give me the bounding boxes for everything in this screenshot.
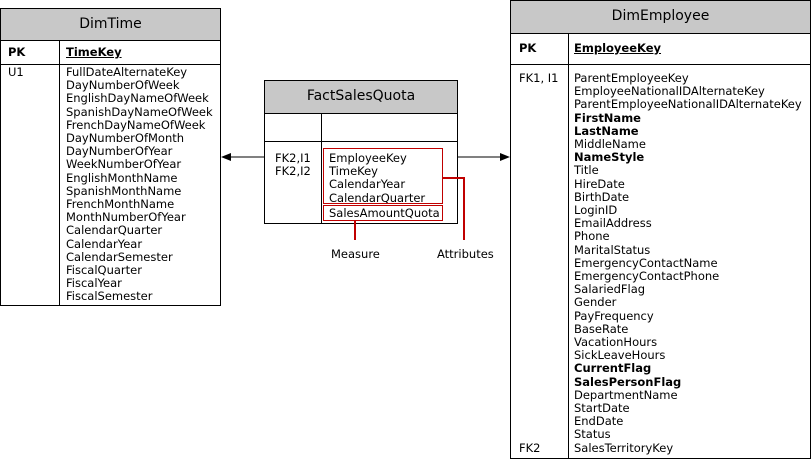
dimemployee-column-name: StartDate (574, 401, 630, 416)
dimemployee-column-name: SickLeaveHours (574, 348, 666, 363)
dimemployee-column-name: FirstName (574, 110, 641, 125)
dimemployee-column-name: SalariedFlag (574, 282, 646, 297)
dimemployee-column-name: MaritalStatus (574, 242, 651, 257)
measure-callout-line (354, 221, 356, 240)
dimtime-column-name: FullDateAlternateKey (66, 65, 188, 79)
factsalesquota-attribute: TimeKey (329, 164, 378, 179)
factsalesquota-table: FactSalesQuota (264, 80, 458, 224)
dimemployee-column-name: LastName (574, 123, 639, 138)
dimtime-pk-name: TimeKey (66, 45, 122, 59)
dimemployee-column-name: EmployeeNationalIDAlternateKey (574, 84, 765, 99)
dimemployee-column-name: BirthDate (574, 189, 630, 204)
dimemployee-title: DimEmployee (511, 1, 810, 34)
dimemployee-column-divider (568, 33, 569, 459)
dimtime-column-name: FrenchMonthName (66, 197, 175, 212)
factsalesquota-attribute: CalendarYear (329, 177, 406, 192)
measure-highlight-box (323, 205, 443, 221)
dimtime-title: DimTime (1, 9, 220, 41)
attributes-callout-line-h (443, 177, 464, 179)
dimtime-column-name: CalendarYear (66, 236, 143, 251)
dimemployee-column-name: EndDate (574, 414, 624, 429)
dimemployee-column-name: Phone (574, 229, 610, 244)
dimemployee-column-name: EmergencyContactName (574, 255, 718, 270)
dimtime-column-name: EnglishMonthName (66, 170, 178, 185)
dimemployee-column-name: SalesTerritoryKey (574, 440, 674, 455)
dimemployee-column-name: NameStyle (574, 150, 645, 165)
attributes-highlight-box (323, 148, 443, 204)
factsalesquota-attribute: CalendarQuarter (329, 190, 426, 205)
dimemployee-column-name: SalesPersonFlag (574, 374, 682, 389)
dimemployee-column-name: BaseRate (574, 321, 629, 336)
dimtime-column-name: FiscalSemester (66, 289, 153, 304)
dimtime-column-name: SpanishDayNameOfWeek (66, 104, 213, 119)
dimtime-column-name: FiscalYear (66, 276, 122, 291)
dimemployee-column-name: VacationHours (574, 335, 658, 350)
dimemployee-column-name: LoginID (574, 203, 618, 218)
dimtime-table: DimTime (0, 8, 221, 306)
dimtime-column-divider (59, 40, 60, 306)
factsalesquota-key-label: FK2,I1 (275, 151, 311, 165)
attributes-callout-line-v (463, 177, 465, 240)
dimemployee-column-name: Title (574, 163, 599, 178)
dimtime-pk-divider (0, 64, 221, 65)
arrow-to-dimtime (221, 153, 264, 161)
factsalesquota-column-divider (321, 113, 322, 224)
dimemployee-pk-name: EmployeeKey (574, 41, 662, 55)
attributes-label: Attributes (437, 247, 494, 261)
dimemployee-pk-divider (510, 64, 811, 65)
dimtime-column-name: CalendarQuarter (66, 223, 163, 238)
dimtime-column-name: CalendarSemester (66, 249, 173, 264)
measure-label: Measure (331, 247, 380, 261)
dimtime-column-name: EnglishDayNameOfWeek (66, 91, 209, 106)
dimemployee-column-name: MiddleName (574, 137, 646, 152)
dimemployee-key-label-fk1: FK1, I1 (519, 71, 559, 85)
dimtime-column-name: MonthNumberOfYear (66, 210, 186, 225)
dimemployee-pk-label: PK (519, 41, 537, 55)
dimtime-pk-label: PK (8, 45, 26, 59)
dimemployee-column-name: Status (574, 427, 611, 442)
factsalesquota-pk-divider (264, 141, 458, 142)
dimtime-key-label: U1 (8, 65, 24, 79)
dimtime-column-name: FrenchDayNameOfWeek (66, 117, 206, 132)
dimtime-column-name: DayNumberOfYear (66, 144, 173, 159)
dimemployee-column-name: EmergencyContactPhone (574, 269, 720, 284)
dimemployee-column-name: Gender (574, 295, 617, 310)
dimtime-column-name: DayNumberOfWeek (66, 78, 180, 93)
factsalesquota-title: FactSalesQuota (265, 81, 457, 114)
arrow-to-dimemployee (458, 153, 510, 161)
dimemployee-column-name: HireDate (574, 176, 625, 191)
factsalesquota-key-label: FK2,I2 (275, 164, 311, 179)
dimtime-column-name: FiscalQuarter (66, 263, 142, 278)
dimtime-column-name: WeekNumberOfYear (66, 157, 182, 172)
dimtime-column-name: DayNumberOfMonth (66, 131, 185, 146)
dimemployee-column-name: ParentEmployeeNationalIDAlternateKey (574, 97, 802, 112)
factsalesquota-measure: SalesAmountQuota (329, 206, 440, 220)
dimemployee-column-name: DepartmentName (574, 387, 678, 402)
dimemployee-table: DimEmployee (510, 0, 811, 459)
dimemployee-column-name: EmailAddress (574, 216, 652, 231)
dimtime-column-name: SpanishMonthName (66, 183, 182, 198)
dimemployee-column-name: PayFrequency (574, 308, 654, 323)
dimemployee-column-name: CurrentFlag (574, 361, 652, 376)
dimemployee-column-name: ParentEmployeeKey (574, 71, 689, 85)
factsalesquota-attribute: EmployeeKey (329, 151, 407, 165)
dimemployee-key-label-fk2: FK2 (519, 441, 541, 455)
